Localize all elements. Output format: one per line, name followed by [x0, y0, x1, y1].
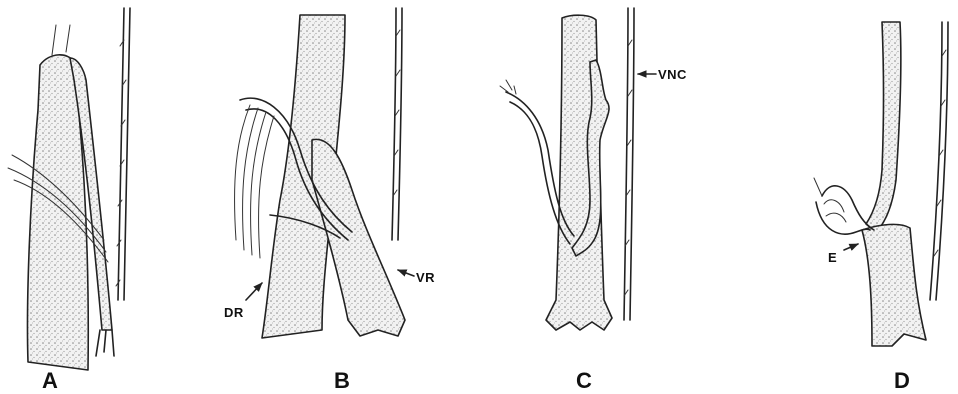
panel-c-nerve-cord: [624, 8, 628, 320]
dr-pointer: [246, 283, 262, 300]
panel-label-b: B: [334, 368, 350, 393]
panel-d-tip: [814, 178, 822, 196]
panel-a-nerve-cord: [124, 8, 130, 300]
panel-c-nerve-cord: [630, 8, 634, 320]
label-dr: DR: [224, 305, 244, 320]
vr-pointer: [398, 270, 414, 276]
panel-c-nerve-tip: [500, 80, 516, 94]
label-vnc: VNC: [658, 67, 687, 82]
panel-c-root: [546, 15, 612, 330]
panel-c: VNC C: [500, 8, 687, 393]
panel-a-stalk: [52, 25, 70, 55]
panel-b-nerve-cord: [392, 8, 396, 240]
panel-a: A: [8, 8, 130, 393]
panel-label-d: D: [894, 368, 910, 393]
panel-b: DR VR B: [224, 8, 435, 393]
panel-b-fiber: [251, 112, 266, 255]
panel-b-nerve-cord: [398, 8, 402, 240]
panel-label-a: A: [42, 368, 58, 393]
panel-d-upper-root: [866, 22, 901, 232]
panel-a-fork: [96, 330, 114, 356]
e-pointer: [844, 244, 858, 250]
panel-b-fiber: [259, 116, 274, 258]
label-e: E: [828, 250, 837, 265]
panel-label-c: C: [576, 368, 592, 393]
panel-d-loop: [822, 186, 874, 230]
panel-a-nerve-cord: [118, 8, 124, 300]
panel-d-nerve-cord: [930, 22, 942, 300]
panel-d: E D: [814, 22, 948, 393]
panel-d-lower-root: [862, 224, 926, 346]
panel-d-loop-inner: [824, 200, 846, 222]
label-vr: VR: [416, 270, 435, 285]
